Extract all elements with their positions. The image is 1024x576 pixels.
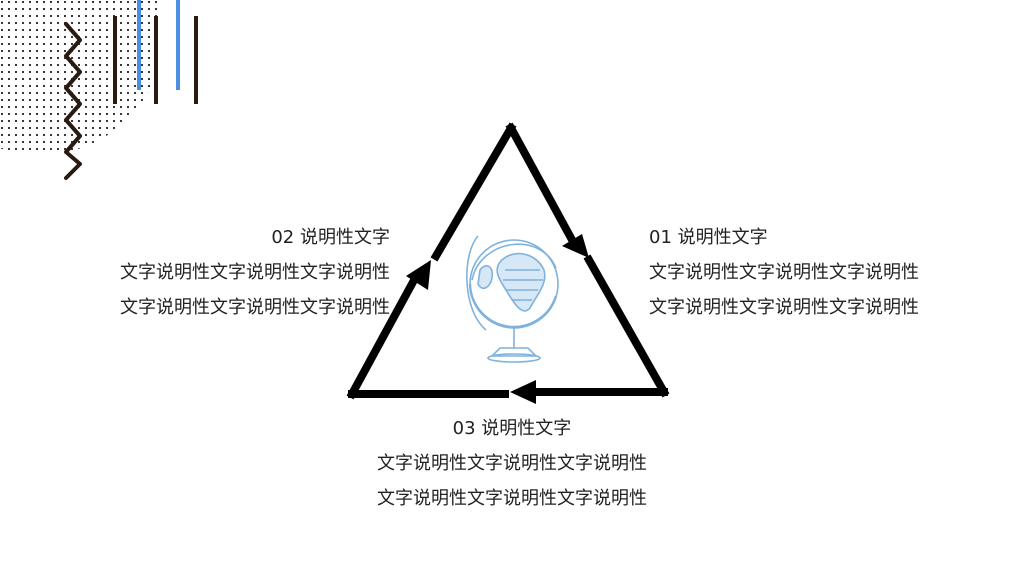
cycle-arrow-01: [562, 234, 589, 258]
globe-icon: [466, 235, 559, 363]
cycle-edge-left-bottom: [346, 276, 419, 400]
description-block-02: 02 说明性文字 文字说明性文字说明性文字说明性 文字说明性文字说明性文字说明性: [118, 220, 390, 325]
block-paragraph: 文字说明性文字说明性文字说明性: [649, 262, 919, 283]
block-heading: 01 说明性文字: [649, 227, 768, 248]
block-paragraph: 文字说明性文字说明性文字说明性: [377, 453, 647, 474]
cycle-arrow-03: [510, 380, 536, 404]
cycle-edge-left-top: [430, 122, 517, 262]
description-block-01: 01 说明性文字 文字说明性文字说明性文字说明性 文字说明性文字说明性文字说明性: [649, 220, 921, 325]
decoration-corner: [0, 0, 198, 180]
block-paragraph: 文字说明性文字说明性文字说明性: [120, 262, 390, 283]
cycle-arrow-02: [406, 260, 431, 290]
zigzag-line: [64, 22, 82, 180]
block-paragraph: 文字说明性文字说明性文字说明性: [120, 297, 390, 318]
block-heading: 02 说明性文字: [271, 227, 390, 248]
block-paragraph: 文字说明性文字说明性文字说明性: [377, 488, 647, 509]
description-block-03: 03 说明性文字 文字说明性文字说明性文字说明性 文字说明性文字说明性文字说明性: [376, 411, 648, 516]
block-paragraph: 文字说明性文字说明性文字说明性: [649, 297, 919, 318]
block-heading: 03 说明性文字: [452, 418, 572, 439]
cycle-edge-right-top: [505, 122, 577, 244]
cycle-edge-right-bottom: [583, 254, 670, 398]
